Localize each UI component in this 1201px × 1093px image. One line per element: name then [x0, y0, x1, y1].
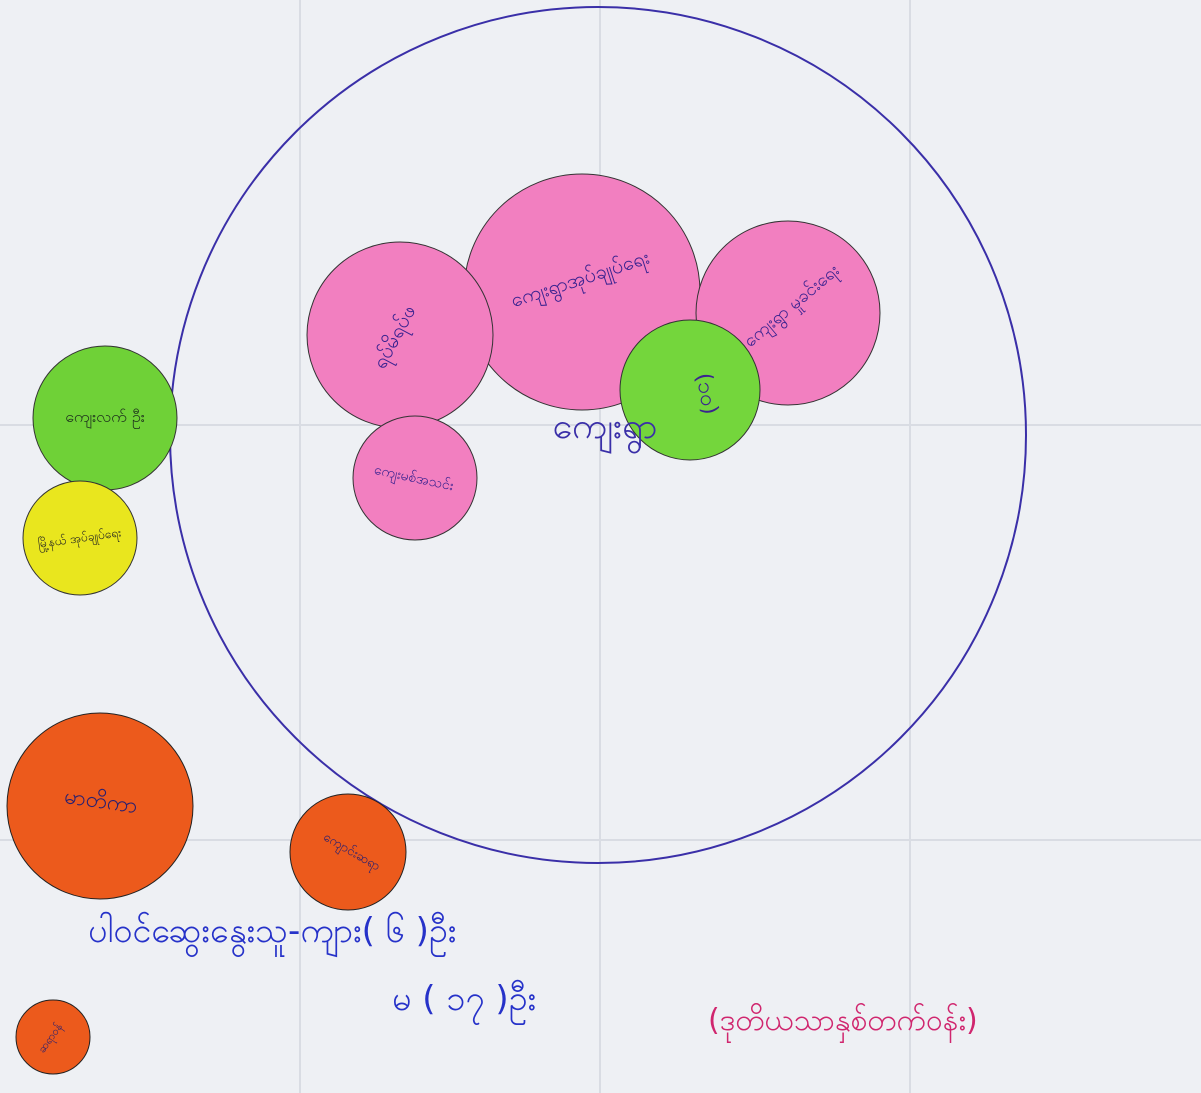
center-community-label: ကျေးရွာ — [552, 406, 657, 455]
participants-line-1: ပါဝင်ဆွေးနွေးသူ-ကျား( ၆ )ဦး — [88, 911, 456, 957]
circle-doctor — [15, 999, 91, 1075]
circle-township-administration — [22, 480, 138, 596]
participants-line-2: မ ( ၁၇ )ဦး — [392, 979, 536, 1025]
circle-inner-green — [619, 319, 761, 461]
label-rural-green: ကျေးလက် ဦး — [65, 407, 145, 429]
circle-index-orange — [6, 712, 194, 900]
circle-association — [352, 415, 478, 541]
poster-caption: (ဒုတိယသာနှစ်တက်ဝန်း) — [708, 1003, 978, 1044]
circle-teacher — [289, 793, 407, 911]
